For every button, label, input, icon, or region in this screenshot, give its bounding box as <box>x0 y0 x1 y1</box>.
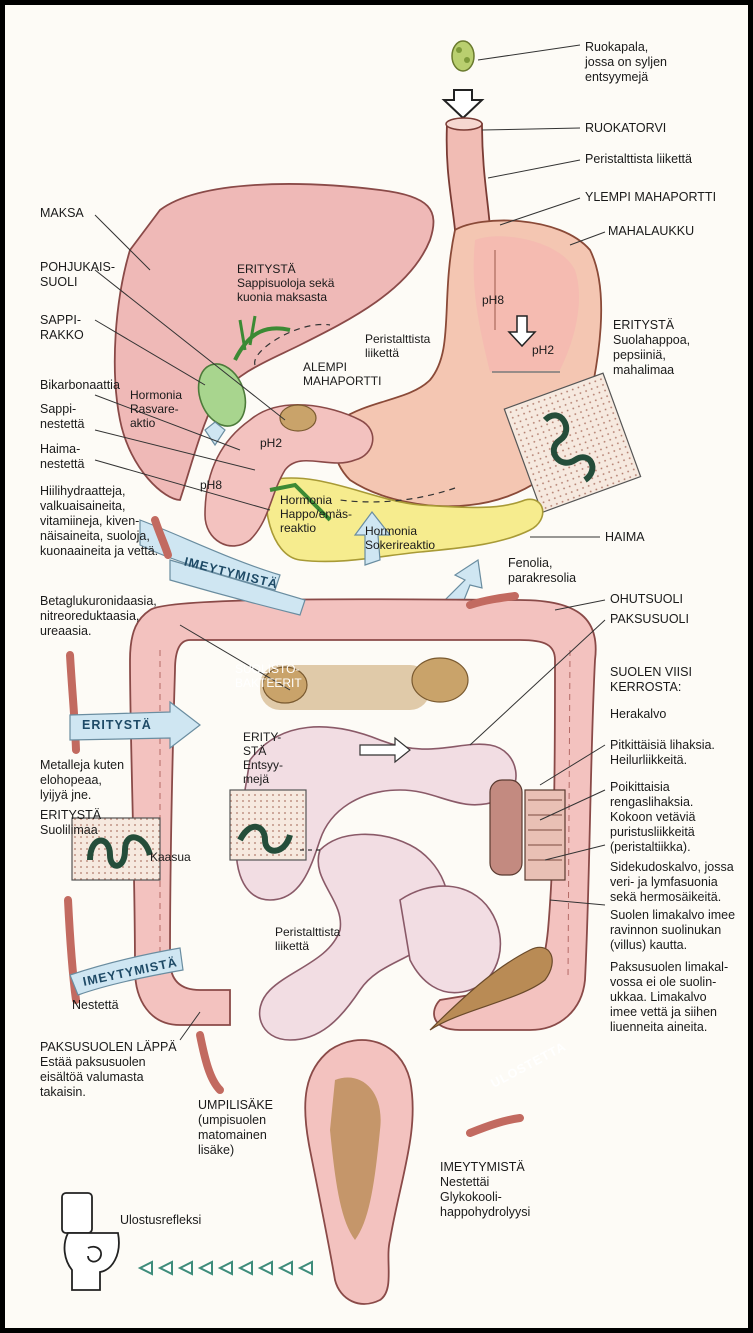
label-ohutsuoli: OHUTSUOLI <box>610 592 683 607</box>
label-hormonia-happo: Hormonia Happo/emäs- reaktio <box>280 493 352 535</box>
label-mahalaukku: MAHALAUKKU <box>608 224 694 239</box>
label-alempi-mahaportti: ALEMPI MAHAPORTTI <box>303 360 381 388</box>
label-ph2-stomach: pH2 <box>532 343 554 357</box>
label-ph2-duodenum: pH2 <box>260 436 282 450</box>
label-pitkittaisia: Pitkittäisiä lihaksia. Heilurliikkeitä. <box>610 738 715 768</box>
down-arrow-icon <box>444 90 482 118</box>
reflex-arrow-triangles <box>140 1262 312 1274</box>
label-herakalvo: Herakalvo <box>610 707 666 722</box>
label-fenolia: Fenolia, parakresolia <box>508 556 576 586</box>
label-sidekudoskalvo: Sidekudoskalvo, jossa veri- ja lymfasuon… <box>610 860 734 905</box>
food-bolus <box>452 41 474 71</box>
label-haimanestetta: Haima- nestettä <box>40 442 84 472</box>
label-ruokapala: Ruokapala, jossa on syljen entsyymejä <box>585 40 667 85</box>
label-metalleja: Metalleja kuten elohopeaa, lyijyä jne. <box>40 758 124 803</box>
label-umpilisake: UMPILISÄKE (umpisuolen matomainen lisäke… <box>198 1098 273 1158</box>
label-ylempi-mahaportti: YLEMPI MAHAPORTTI <box>585 190 716 205</box>
label-ulostusrefleksi: Ulostusrefleksi <box>120 1213 201 1228</box>
label-eritysta-entsyymeja: ERITY- STÄ Entsyy- mejä <box>243 730 283 786</box>
label-suolen-limakalvo: Suolen limakalvo imee ravinnon suolinuka… <box>610 908 735 953</box>
label-hormonia-rasvareaktio: Hormonia Rasvare- aktio <box>130 388 182 430</box>
label-nestetta: Nestettä <box>72 998 119 1013</box>
label-maksa: MAKSA <box>40 206 84 221</box>
intestine-layers <box>490 780 565 880</box>
label-paksusuoli: PAKSUSUOLI <box>610 612 689 627</box>
label-betaglukuronidaasia: Betaglukuronidaasia, nitreoreduktaasia, … <box>40 594 157 639</box>
enzyme-inset <box>230 790 306 860</box>
label-imeytymista-nestetta: IMEYTYMISTÄ Nestettäi Glykokooli- happoh… <box>440 1160 530 1220</box>
label-poikittaisia: Poikittaisia rengaslihaksia. Kokoon vetä… <box>610 780 695 855</box>
label-peristaltiikka-small: Peristalttista liikettä <box>275 925 340 953</box>
esophagus <box>447 124 490 230</box>
label-kaasua: Kaasua <box>150 850 191 864</box>
label-eritysta-suolilimaa: ERITYSTÄ Suolilimaa <box>40 808 101 838</box>
label-eritysta-suolahappo: ERITYSTÄ Suolahappoa, pepsiiniä, mahalim… <box>613 318 690 378</box>
label-haima: HAIMA <box>605 530 645 545</box>
label-bikarbonaattia: Bikarbonaattia <box>40 378 120 393</box>
label-sappinestetta: Sappi- nestettä <box>40 402 84 432</box>
toilet-icon <box>62 1193 119 1290</box>
band-label-eritysta: ERITYSTÄ <box>82 718 152 732</box>
label-suolen-viisi-kerrosta: SUOLEN VIISI KERROSTA: <box>610 665 692 695</box>
label-eritysta-sappisuoloja: ERITYSTÄ Sappisuoloja sekä kuonia maksas… <box>237 262 334 304</box>
label-sappirakko: SAPPI- RAKKO <box>40 313 84 343</box>
label-suolistobakteerit: SUOLISTO- BAKTEERIT <box>235 662 302 690</box>
label-hormonia-sokeri: Hormonia Sokerireaktio <box>365 524 435 552</box>
label-paksusuolen-lappa: PAKSUSUOLEN LÄPPÄ Estää paksusuolen eisä… <box>40 1040 177 1100</box>
label-peristaltiikka-stomach: Peristalttista liikettä <box>365 332 430 360</box>
label-peristaltiikka-top: Peristalttista liikettä <box>585 152 692 167</box>
label-pohjukaissuoli: POHJUKAIS- SUOLI <box>40 260 115 290</box>
label-hiilihydraatteja: Hiilihydraatteja, valkuaisaineita, vitam… <box>40 484 158 559</box>
appendix <box>200 1035 220 1090</box>
label-ph8-duodenum: pH8 <box>200 478 222 492</box>
label-ruokatorvi: RUOKATORVI <box>585 121 666 136</box>
label-paksusuolen-limakalvo: Paksusuolen limakal- vossa ei ole suolin… <box>610 960 728 1035</box>
label-ph8-stomach: pH8 <box>482 293 504 307</box>
